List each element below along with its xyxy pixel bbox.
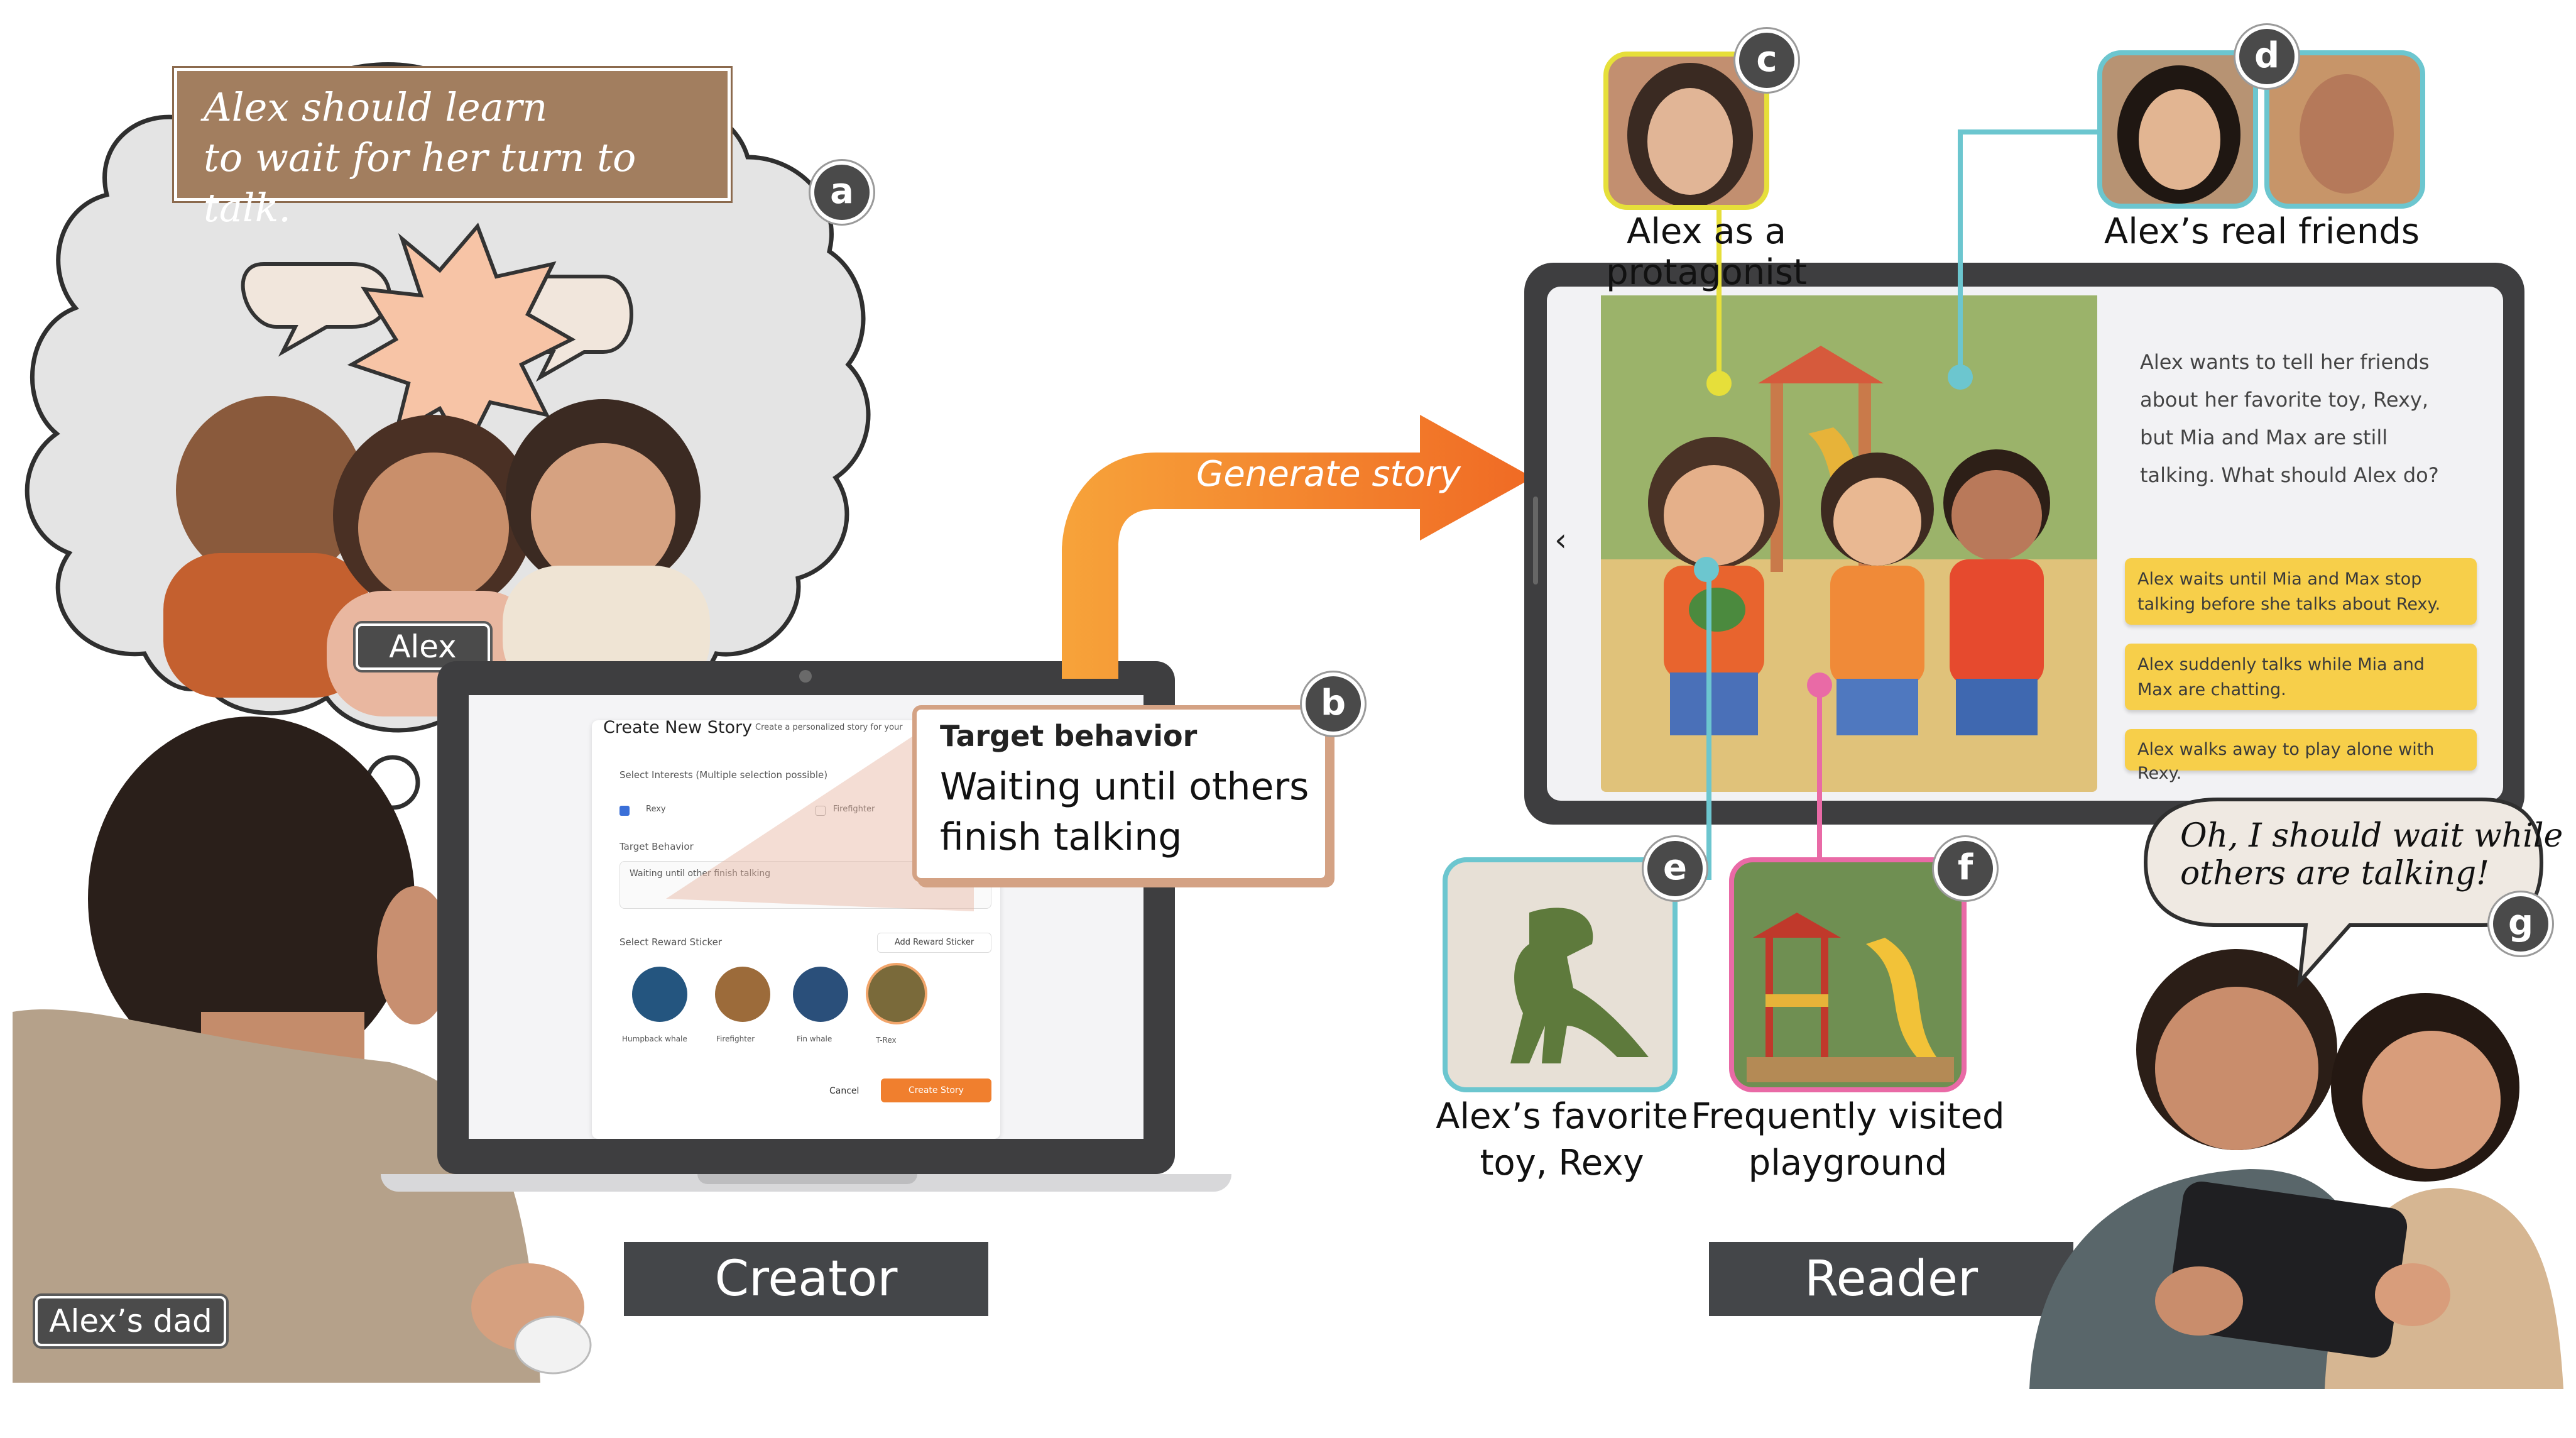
connector-lines xyxy=(1694,129,2117,880)
interests-label: Select Interests (Multiple selection pos… xyxy=(619,769,828,781)
toy-photo xyxy=(1443,857,1678,1092)
sticker-humpback-label: Humpback whale xyxy=(622,1035,687,1043)
cancel-button[interactable]: Cancel xyxy=(829,1086,860,1096)
sticker-trex-label: T-Rex xyxy=(876,1036,897,1045)
friends-caption: Alex’s real friends xyxy=(2104,211,2420,252)
thought-cloud xyxy=(25,62,871,864)
friend1-face xyxy=(2139,89,2220,190)
friend-photo-1 xyxy=(2097,50,2258,209)
badge-f: f xyxy=(1934,837,1997,900)
create-story-button[interactable]: Create Story xyxy=(881,1078,991,1102)
interest-rexy-label: Rexy xyxy=(646,804,666,814)
target-behavior-label: Target Behavior xyxy=(619,841,694,852)
speech-text: Oh, I should wait while others are talki… xyxy=(2180,817,2563,892)
interest-firefighter-checkbox[interactable] xyxy=(816,806,826,816)
generate-story-label: Generate story xyxy=(1196,454,1461,495)
badge-b: b xyxy=(1302,672,1365,735)
laptop-camera xyxy=(799,670,812,683)
playground-caption: Frequently visited playground xyxy=(1691,1096,2005,1183)
sticker-finwhale[interactable] xyxy=(793,967,848,1022)
add-sticker-button[interactable]: Add Reward Sticker xyxy=(877,933,991,953)
badge-e: e xyxy=(1644,837,1706,900)
sticker-finwhale-label: Fin whale xyxy=(797,1035,832,1043)
story-text: Alex wants to tell her friends about her… xyxy=(2140,350,2439,487)
choice-3[interactable]: Alex walks away to play alone with Rexy. xyxy=(2125,729,2477,783)
add-sticker-label: Add Reward Sticker xyxy=(894,938,974,947)
choice-2[interactable]: Alex suddenly talks while Mia and Max ar… xyxy=(2125,644,2477,710)
playground-icon xyxy=(1747,913,1954,1082)
sticker-trex[interactable] xyxy=(866,963,927,1024)
badge-d: d xyxy=(2235,25,2298,88)
callout-b xyxy=(912,705,1329,882)
callout-b-body: Waiting until others finish talking xyxy=(940,765,1309,859)
alex-tag: Alex xyxy=(356,623,490,670)
interest-rexy-checkbox[interactable] xyxy=(619,806,630,816)
parent-child-illustration xyxy=(2029,949,2563,1389)
thought-text-box: Alex should learn to wait for her turn t… xyxy=(174,68,731,231)
dad-tag: Alex’s dad xyxy=(35,1296,226,1346)
protagonist-face xyxy=(1647,88,1733,195)
generate-story-arrow xyxy=(1062,415,1533,679)
sticker-humpback[interactable] xyxy=(632,967,687,1022)
callout-b-heading: Target behavior xyxy=(940,719,1198,753)
back-chevron-icon[interactable]: ‹ xyxy=(1554,522,1567,558)
callout-b-wedge xyxy=(666,729,974,911)
toy-caption: Alex’s favorite toy, Rexy xyxy=(1436,1096,1688,1183)
reader-label: Reader xyxy=(1709,1242,2073,1316)
thought-text: Alex should learn to wait for her turn t… xyxy=(204,84,636,231)
protagonist-caption: Alex as a protagonist xyxy=(1606,211,1807,293)
form-title: Create New Story xyxy=(603,718,753,737)
badge-a: a xyxy=(810,161,873,224)
tablet-side-button xyxy=(1533,497,1538,585)
friend-photo-2 xyxy=(2264,50,2425,209)
badge-c: c xyxy=(1735,29,1798,92)
dad-illustration xyxy=(13,716,592,1383)
sticker-label: Select Reward Sticker xyxy=(619,936,723,948)
form-subtitle: Create a personalized story for your xyxy=(755,723,903,732)
interest-firefighter-label: Firefighter xyxy=(833,804,875,814)
playground-photo xyxy=(1729,857,1967,1092)
trex-icon xyxy=(1510,908,1649,1063)
speech-bubble xyxy=(2143,798,2544,988)
sticker-firefighter-label: Firefighter xyxy=(716,1035,755,1043)
laptop-hinge xyxy=(697,1174,917,1184)
target-behavior-value: Waiting until other finish talking xyxy=(630,869,771,879)
choice-1[interactable]: Alex waits until Mia and Max stop talkin… xyxy=(2125,558,2477,625)
create-story-label: Create Story xyxy=(909,1085,964,1095)
friend2-face xyxy=(2300,74,2394,194)
sticker-firefighter[interactable] xyxy=(715,967,770,1022)
story-illustration xyxy=(1601,295,2097,792)
badge-g: g xyxy=(2489,892,2552,955)
creator-label: Creator xyxy=(624,1242,988,1316)
protagonist-photo xyxy=(1603,52,1769,210)
